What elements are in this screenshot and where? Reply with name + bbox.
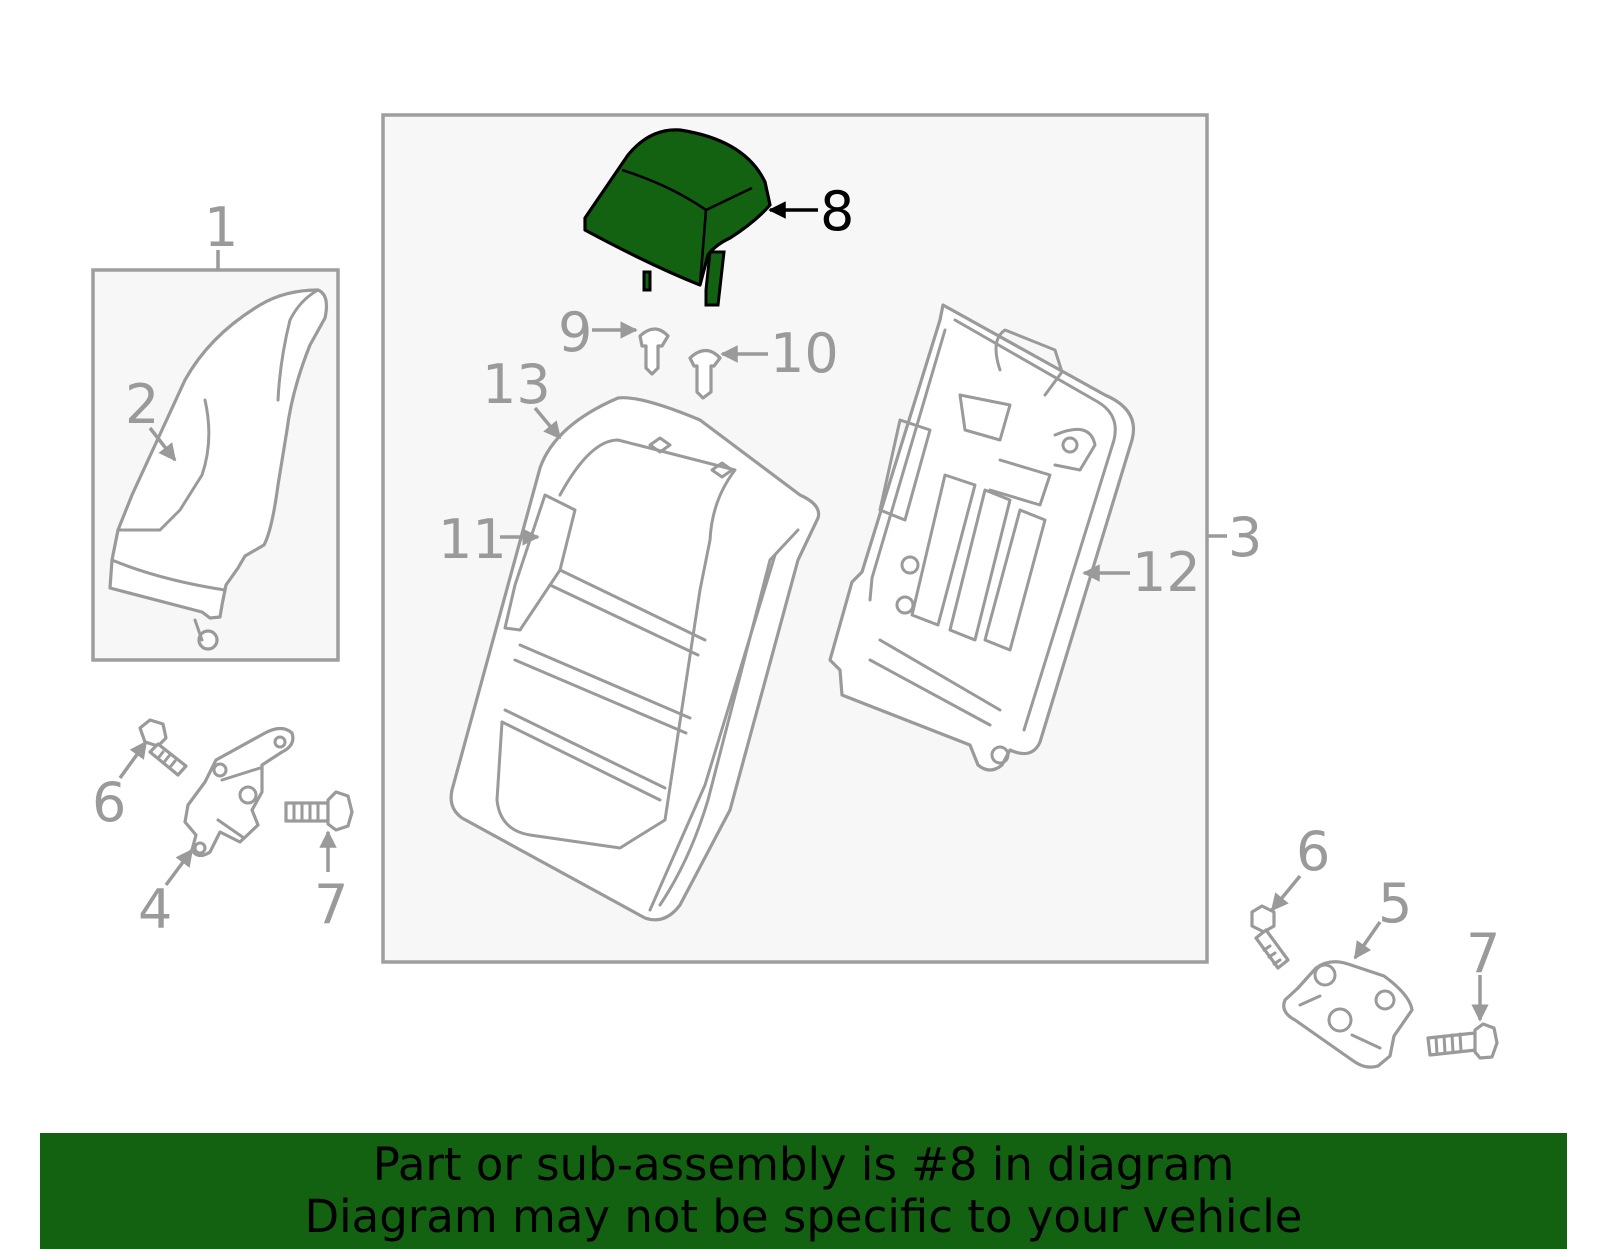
headrest-part-8 — [583, 128, 772, 307]
hinge-bracket-part-4 — [183, 726, 295, 858]
hinge-bracket-part-5 — [1282, 960, 1414, 1069]
seat-back-frame-part — [828, 303, 1135, 772]
banner-line-disclaimer: Diagram may not be specific to your vehi… — [304, 1190, 1303, 1243]
callout-1: 1 — [204, 196, 238, 259]
callout-7b: 7 — [1466, 922, 1500, 985]
callout-8: 8 — [820, 180, 854, 243]
seat-back-cushion-part — [449, 396, 821, 922]
bolt-part-6-left — [138, 718, 188, 777]
info-banner: Part or sub-assembly is #8 in diagram Di… — [40, 1133, 1567, 1249]
side-bolster-part — [108, 288, 329, 651]
callout-10: 10 — [770, 322, 839, 385]
leader-5 — [1353, 921, 1382, 960]
callout-3: 3 — [1228, 506, 1262, 569]
callout-6a: 6 — [92, 771, 126, 834]
leader-6a — [118, 740, 148, 780]
leader-4 — [164, 848, 194, 887]
bolt-part-7-left — [284, 790, 354, 832]
clip-part-9 — [638, 327, 670, 376]
bolt-part-7-right — [1426, 1022, 1499, 1060]
callout-6b: 6 — [1296, 820, 1330, 883]
callout-11: 11 — [438, 508, 507, 571]
banner-line-part: Part or sub-assembly is #8 in diagram — [372, 1138, 1235, 1191]
callout-2: 2 — [125, 373, 159, 436]
callout-4: 4 — [138, 878, 172, 941]
callout-5: 5 — [1378, 872, 1412, 935]
callout-7a: 7 — [314, 873, 348, 936]
leader-2 — [148, 426, 177, 462]
bolt-part-6-right — [1250, 904, 1290, 970]
leader-13 — [533, 406, 562, 440]
clip-part-10 — [688, 348, 722, 400]
leader-6b — [1270, 874, 1302, 912]
callout-13: 13 — [482, 353, 551, 416]
callout-12: 12 — [1132, 541, 1201, 604]
callout-9: 9 — [558, 301, 592, 364]
